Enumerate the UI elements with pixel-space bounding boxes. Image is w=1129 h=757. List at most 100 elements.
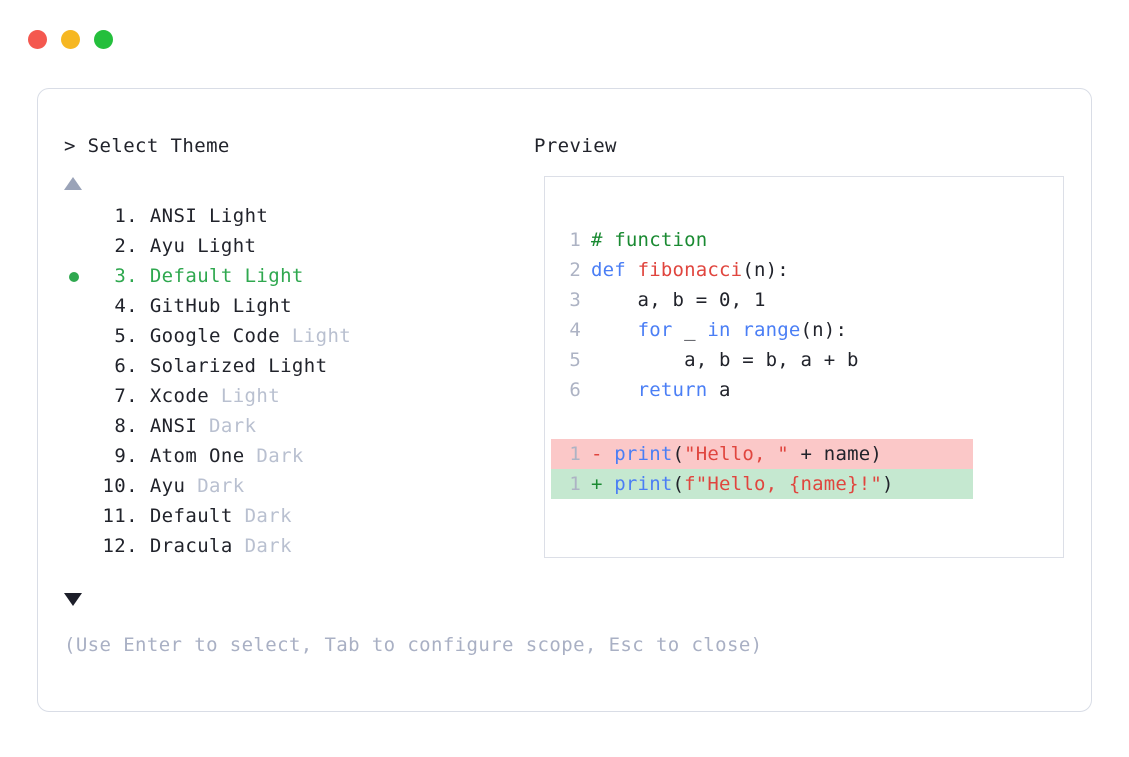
code-token: print — [614, 443, 673, 465]
theme-item-variant: Light — [244, 265, 304, 287]
theme-item-index: 10. — [102, 475, 138, 497]
theme-list-item[interactable]: 9. Atom One Dark — [64, 441, 504, 471]
theme-item-variant: Light — [197, 235, 257, 257]
code-token — [591, 379, 638, 401]
code-line: 1 # function — [565, 225, 1057, 255]
preview-title: Preview — [534, 135, 617, 157]
line-number: 6 — [569, 379, 581, 401]
line-number: 1 — [569, 229, 581, 251]
theme-item-index: 5. — [114, 325, 138, 347]
diff-line-number: 1 — [569, 443, 581, 465]
keyboard-hint: (Use Enter to select, Tab to configure s… — [64, 634, 763, 656]
code-token: _ — [672, 319, 708, 341]
theme-list-item[interactable]: 2. Ayu Light — [64, 231, 504, 261]
theme-item-index: 9. — [114, 445, 138, 467]
code-token: range — [742, 319, 801, 341]
theme-item-name: Ayu — [138, 235, 198, 257]
code-block: 1 # function 2 def fibonacci(n): 3 a, b = 0,… — [565, 225, 1057, 405]
code-token: # function — [591, 229, 708, 251]
theme-list-item[interactable]: 11. Default Dark — [64, 501, 504, 531]
panel-headers: > Select Theme Preview — [64, 135, 1054, 161]
theme-item-variant: Light — [220, 385, 281, 407]
theme-list-item[interactable]: 1. ANSI Light — [64, 201, 504, 231]
theme-item-variant: Dark — [209, 415, 257, 437]
theme-item-index: 7. — [114, 385, 138, 407]
theme-item-index: 2. — [114, 235, 138, 257]
diff-block: 1- print("Hello, " + name)1+ print(f"Hel… — [551, 439, 1057, 499]
theme-item-index: 4. — [114, 295, 138, 317]
line-number: 5 — [569, 349, 581, 371]
theme-item-variant: Dark — [244, 505, 292, 527]
theme-item-variant: Light — [209, 205, 269, 227]
theme-list-item[interactable]: 12. Dracula Dark — [64, 531, 504, 561]
scroll-down-arrow-icon[interactable] — [64, 593, 82, 606]
code-token: def — [591, 259, 638, 281]
theme-item-variant: Dark — [244, 535, 292, 557]
theme-item-variant: Dark — [256, 445, 304, 467]
page-title: > Select Theme — [64, 135, 230, 157]
theme-item-name: Dracula — [138, 535, 245, 557]
minimize-button[interactable] — [61, 30, 80, 49]
theme-item-name: ANSI — [138, 415, 210, 437]
diff-line-removed: 1- print("Hello, " + name) — [551, 439, 973, 469]
theme-item-name: Google Code — [138, 325, 292, 347]
code-preview-panel: 1 # function 2 def fibonacci(n): 3 a, b = 0,… — [544, 176, 1064, 558]
theme-item-name: GitHub — [138, 295, 233, 317]
theme-item-variant: Light — [232, 295, 292, 317]
code-token: ( — [672, 473, 685, 495]
diff-line-number: 1 — [569, 473, 581, 495]
diff-marker: - — [591, 443, 603, 465]
theme-list-item[interactable]: 7. Xcode Light — [64, 381, 504, 411]
theme-item-index: 11. — [102, 505, 138, 527]
theme-list-item[interactable]: 6. Solarized Light — [64, 351, 504, 381]
theme-item-index: 3. — [114, 265, 138, 287]
theme-item-name: ANSI — [138, 205, 210, 227]
selected-bullet-icon — [69, 272, 79, 282]
code-token: a, b = b, a + b — [591, 349, 859, 371]
diff-line-added: 1+ print(f"Hello, {name}!") — [551, 469, 973, 499]
code-token: print — [614, 473, 673, 495]
maximize-button[interactable] — [94, 30, 113, 49]
theme-list-item[interactable]: 3. Default Light — [64, 261, 504, 291]
theme-item-name: Default — [138, 265, 245, 287]
code-token: in — [707, 319, 743, 341]
code-token: "Hello, " — [684, 443, 789, 465]
code-token: fibonacci — [637, 259, 743, 281]
code-token: (n): — [742, 259, 789, 281]
close-button[interactable] — [28, 30, 47, 49]
code-line: 2 def fibonacci(n): — [565, 255, 1057, 285]
code-token — [591, 319, 638, 341]
code-token: + name) — [788, 443, 883, 465]
theme-list-item[interactable]: 5. Google Code Light — [64, 321, 504, 351]
theme-list-item[interactable]: 8. ANSI Dark — [64, 411, 504, 441]
theme-item-index: 8. — [114, 415, 138, 437]
code-line: 4 for _ in range(n): — [565, 315, 1057, 345]
scroll-up-arrow-icon[interactable] — [64, 177, 82, 190]
code-line: 3 a, b = 0, 1 — [565, 285, 1057, 315]
code-token: a — [707, 379, 731, 401]
theme-item-name: Xcode — [138, 385, 221, 407]
diff-spacer — [603, 473, 615, 495]
code-token: for — [637, 319, 673, 341]
theme-list-item[interactable]: 4. GitHub Light — [64, 291, 504, 321]
window-titlebar — [28, 30, 113, 49]
diff-spacer — [603, 443, 615, 465]
code-line: 5 a, b = b, a + b — [565, 345, 1057, 375]
code-token: return — [637, 379, 708, 401]
theme-item-variant: Light — [291, 325, 352, 347]
theme-item-variant: Light — [268, 355, 328, 377]
code-line: 6 return a — [565, 375, 1057, 405]
theme-item-name: Atom One — [138, 445, 257, 467]
code-token: ( — [672, 443, 685, 465]
code-token: f"Hello, {name}!" — [684, 473, 882, 495]
theme-item-name: Ayu — [138, 475, 198, 497]
theme-list-item[interactable]: 10. Ayu Dark — [64, 471, 504, 501]
theme-item-variant: Dark — [197, 475, 245, 497]
theme-item-name: Solarized — [138, 355, 269, 377]
line-number: 2 — [569, 259, 581, 281]
code-token: a, b = 0, 1 — [591, 289, 766, 311]
line-number: 4 — [569, 319, 581, 341]
theme-item-index: 1. — [114, 205, 138, 227]
